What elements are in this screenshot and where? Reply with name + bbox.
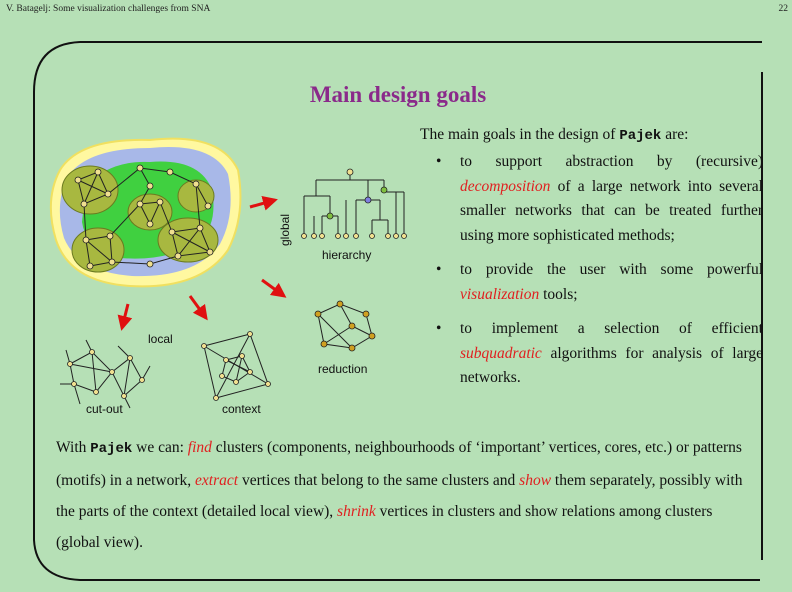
pajek-name: Pajek [619, 128, 662, 144]
emphasis-term: subquadratic [460, 344, 542, 362]
summary-paragraph: With Pajek we can: find clusters (compon… [56, 439, 743, 551]
emphasis-find: find [187, 439, 212, 456]
arrow-to-reduction [261, 278, 287, 298]
label-local: local [148, 332, 173, 346]
label-context: context [222, 402, 261, 416]
pajek-name: Pajek [90, 441, 133, 457]
context-graph-icon [203, 333, 269, 399]
cutout-graph-icon [60, 339, 151, 409]
bullet-icon: • [436, 153, 442, 170]
label-hierarchy: hierarchy [322, 248, 372, 262]
arrow-to-hierarchy [249, 196, 278, 211]
intro-text: The main goals in the design of Pajek ar… [420, 126, 689, 144]
goal-item: •to support abstraction by (recursive) d… [418, 150, 763, 248]
emphasis-shrink: shrink [337, 503, 376, 520]
arrow-to-context [188, 295, 208, 321]
label-reduction: reduction [318, 362, 368, 376]
slide-page-number: 22 [778, 4, 789, 14]
label-cutout: cut-out [86, 402, 123, 416]
hierarchy-tree-icon [303, 172, 405, 236]
bullet-icon: • [436, 320, 442, 337]
label-global: global [278, 213, 292, 246]
emphasis-extract: extract [195, 472, 239, 489]
goal-item: •to implement a selection of efficient s… [418, 317, 763, 391]
emphasis-term: visualization [460, 285, 540, 303]
slide-header-title: V. Batagelj: Some visualization challeng… [6, 4, 211, 14]
goals-list: •to support abstraction by (recursive) d… [418, 150, 763, 401]
emphasis-show: show [519, 472, 552, 489]
emphasis-term: decomposition [460, 177, 551, 195]
goal-item: •to provide the user with some powerful … [418, 258, 763, 307]
full-network-icon [49, 137, 242, 288]
bullet-icon: • [436, 261, 442, 278]
arrow-to-cutout [117, 303, 133, 331]
slide-title: Main design goals [309, 82, 487, 107]
